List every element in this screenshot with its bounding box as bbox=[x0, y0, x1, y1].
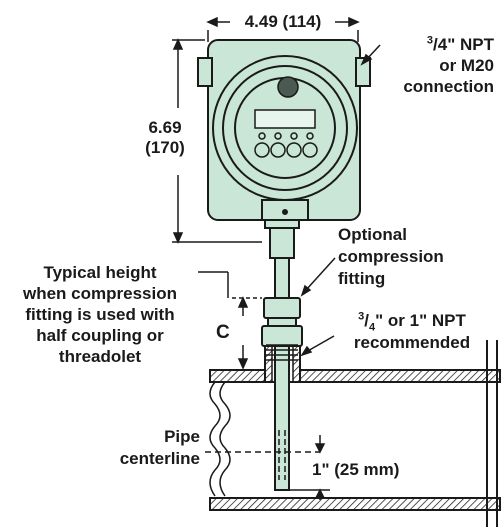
dimension-c bbox=[232, 296, 262, 370]
typical-line4: half coupling or bbox=[36, 326, 164, 345]
pipe-line1: Pipe bbox=[164, 427, 200, 446]
typical-line1: Typical height bbox=[43, 263, 157, 282]
npt-line1: 3/4" or 1" NPT bbox=[358, 310, 466, 334]
insertion-depth-label: 1" (25 mm) bbox=[310, 460, 402, 480]
leader-lines bbox=[198, 44, 381, 357]
dimension-c-label: C bbox=[216, 322, 230, 343]
pipe-break-left bbox=[209, 381, 221, 497]
logo-icon bbox=[277, 76, 299, 98]
optional-line2: compression bbox=[338, 247, 444, 266]
pipe-line2: centerline bbox=[119, 449, 200, 468]
dimension-height bbox=[172, 38, 262, 244]
npt-recommended-label: 3/4" or 1" NPT recommended bbox=[326, 310, 498, 354]
height-label-line2: (170) bbox=[145, 138, 185, 157]
optional-line1: Optional bbox=[338, 225, 407, 244]
conduit-line2: or M20 bbox=[439, 56, 494, 75]
dimension-width bbox=[206, 16, 360, 42]
pipe-section bbox=[209, 340, 501, 527]
keypad-buttons bbox=[254, 132, 318, 158]
width-dimension-label: 4.49 (114) bbox=[244, 12, 322, 31]
height-label-line1: 6.69 bbox=[148, 118, 182, 137]
typical-height-label: Typical height when compression fitting … bbox=[2, 262, 198, 367]
compression-fitting bbox=[261, 297, 303, 361]
transmitter-housing bbox=[197, 39, 371, 221]
typical-line3: fitting is used with bbox=[25, 305, 175, 324]
conduit-line1: 3/4" NPT bbox=[426, 34, 494, 54]
height-dimension-label: 6.69 (170) bbox=[130, 118, 200, 158]
conduit-connection-label: 3/4" NPT or M20 connection bbox=[372, 34, 494, 97]
conduit-line3: connection bbox=[403, 77, 494, 96]
dimension-insertion bbox=[205, 435, 330, 500]
typical-line5: threadolet bbox=[58, 347, 142, 366]
npt-line2: recommended bbox=[353, 333, 471, 352]
optional-fitting-label: Optional compression fitting bbox=[338, 224, 444, 290]
typical-line2: when compression bbox=[23, 284, 177, 303]
pipe-centerline-label: Pipe centerline bbox=[100, 426, 200, 470]
optional-line3: fitting bbox=[338, 269, 386, 288]
